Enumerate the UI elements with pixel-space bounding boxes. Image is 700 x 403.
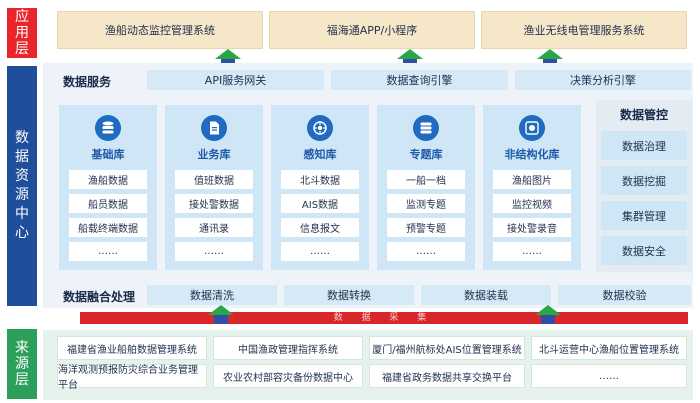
governance-item: 集群管理 bbox=[601, 201, 687, 230]
arrow-stem bbox=[403, 58, 417, 66]
up-arrow-icon bbox=[208, 305, 234, 315]
data-center-layer-char: 心 bbox=[15, 225, 29, 241]
app-box-vessel-monitoring: 渔船动态监控管理系统 bbox=[57, 11, 263, 49]
library-item: 值班数据 bbox=[175, 170, 253, 189]
governance-title: 数据管控 bbox=[619, 108, 668, 122]
library-column-basic: 基础库 渔船数据 船员数据 船载终端数据 …… bbox=[59, 105, 157, 270]
library-item: …… bbox=[387, 242, 465, 261]
application-layer-char: 用 bbox=[15, 25, 29, 41]
source-system: 北斗运营中心渔船位置管理系统 bbox=[531, 336, 687, 360]
data-center-layer-char: 数 bbox=[15, 130, 29, 146]
application-layer-label: 应 用 层 bbox=[7, 8, 37, 58]
source-system: 中国渔政管理指挥系统 bbox=[213, 336, 363, 360]
media-icon bbox=[519, 115, 545, 141]
up-arrow-icon bbox=[397, 49, 423, 59]
fusion-item-transform: 数据转换 bbox=[284, 285, 414, 305]
library-title: 业务库 bbox=[197, 148, 231, 161]
governance-item: 数据治理 bbox=[601, 131, 687, 160]
library-item: 一船一档 bbox=[387, 170, 465, 189]
application-layer-char: 应 bbox=[15, 9, 29, 25]
data-center-layer-char: 源 bbox=[15, 187, 29, 203]
source-layer-char: 源 bbox=[15, 356, 29, 372]
source-system: …… bbox=[531, 364, 687, 388]
database-icon bbox=[95, 115, 121, 141]
arrow-stem bbox=[543, 58, 557, 66]
source-layer-char: 来 bbox=[15, 340, 29, 356]
service-api-gateway: API服务网关 bbox=[147, 70, 324, 90]
data-services-title: 数据服务 bbox=[63, 75, 112, 89]
governance-item: 数据安全 bbox=[601, 236, 687, 265]
fusion-title: 数据融合处理 bbox=[63, 290, 136, 304]
library-item: 监控视频 bbox=[493, 194, 571, 213]
library-item: 预警专题 bbox=[387, 218, 465, 237]
data-center-layer-label: 数 据 资 源 中 心 bbox=[7, 66, 37, 306]
source-system: 海洋观测预报防灾综合业务管理平台 bbox=[57, 364, 207, 391]
arrow-stem bbox=[214, 314, 228, 324]
fusion-item-validation: 数据校验 bbox=[558, 285, 691, 305]
library-item: 北斗数据 bbox=[281, 170, 359, 189]
library-item: 渔船图片 bbox=[493, 170, 571, 189]
arrow-stem bbox=[221, 58, 235, 66]
up-arrow-icon bbox=[537, 49, 563, 59]
app-box-label: 渔船动态监控管理系统 bbox=[105, 24, 215, 37]
library-title: 基础库 bbox=[91, 148, 125, 161]
library-column-topic: 专题库 一船一档 监测专题 预警专题 …… bbox=[377, 105, 475, 270]
arrow-stem bbox=[541, 314, 555, 324]
library-item: 船员数据 bbox=[69, 194, 147, 213]
data-collection-label: 数 据 采 集 bbox=[333, 313, 435, 323]
library-title: 专题库 bbox=[409, 148, 443, 161]
library-item: …… bbox=[281, 242, 359, 261]
library-item: 通讯录 bbox=[175, 218, 253, 237]
source-system: 福建省渔业船舶数据管理系统 bbox=[57, 336, 207, 360]
source-system: 农业农村部容灾备份数据中心 bbox=[213, 364, 363, 388]
governance-item: 数据挖掘 bbox=[601, 166, 687, 195]
data-center-layer-char: 据 bbox=[15, 149, 29, 165]
service-query-engine: 数据查询引擎 bbox=[331, 70, 508, 90]
data-center-layer-char: 中 bbox=[15, 206, 29, 222]
source-layer-char: 层 bbox=[15, 372, 29, 388]
up-arrow-icon bbox=[535, 305, 561, 315]
document-icon bbox=[201, 115, 227, 141]
library-column-unstructured: 非结构化库 渔船图片 监控视频 接处警录音 …… bbox=[483, 105, 581, 270]
app-box-label: 福海通APP/小程序 bbox=[326, 24, 418, 37]
library-item: 监测专题 bbox=[387, 194, 465, 213]
source-system: 厦门/福州航标处AIS位置管理系统 bbox=[369, 336, 525, 360]
server-icon bbox=[413, 115, 439, 141]
library-item: 接处警数据 bbox=[175, 194, 253, 213]
sensor-icon bbox=[307, 115, 333, 141]
library-item: AIS数据 bbox=[281, 194, 359, 213]
library-column-sensing: 感知库 北斗数据 AIS数据 信息报文 …… bbox=[271, 105, 369, 270]
library-column-business: 业务库 值班数据 接处警数据 通讯录 …… bbox=[165, 105, 263, 270]
app-box-fuhaitong: 福海通APP/小程序 bbox=[269, 11, 475, 49]
app-box-radio-management: 渔业无线电管理服务系统 bbox=[481, 11, 687, 49]
library-item: 渔船数据 bbox=[69, 170, 147, 189]
data-center-layer-char: 资 bbox=[15, 168, 29, 184]
library-item: …… bbox=[175, 242, 253, 261]
source-layer-label: 来 源 层 bbox=[7, 329, 37, 399]
library-item: 船载终端数据 bbox=[69, 218, 147, 237]
library-item: 信息报文 bbox=[281, 218, 359, 237]
up-arrow-icon bbox=[215, 49, 241, 59]
library-item: 接处警录音 bbox=[493, 218, 571, 237]
service-decision-engine: 决策分析引擎 bbox=[515, 70, 691, 90]
source-system: 福建省政务数据共享交换平台 bbox=[369, 364, 525, 388]
data-collection-bar bbox=[80, 312, 688, 324]
app-box-label: 渔业无线电管理服务系统 bbox=[523, 24, 645, 37]
library-title: 非结构化库 bbox=[504, 148, 560, 161]
application-layer-char: 层 bbox=[15, 41, 29, 57]
library-item: …… bbox=[69, 242, 147, 261]
library-item: …… bbox=[493, 242, 571, 261]
fusion-item-loading: 数据装载 bbox=[421, 285, 551, 305]
fusion-item-cleaning: 数据清洗 bbox=[147, 285, 277, 305]
library-title: 感知库 bbox=[303, 148, 337, 161]
